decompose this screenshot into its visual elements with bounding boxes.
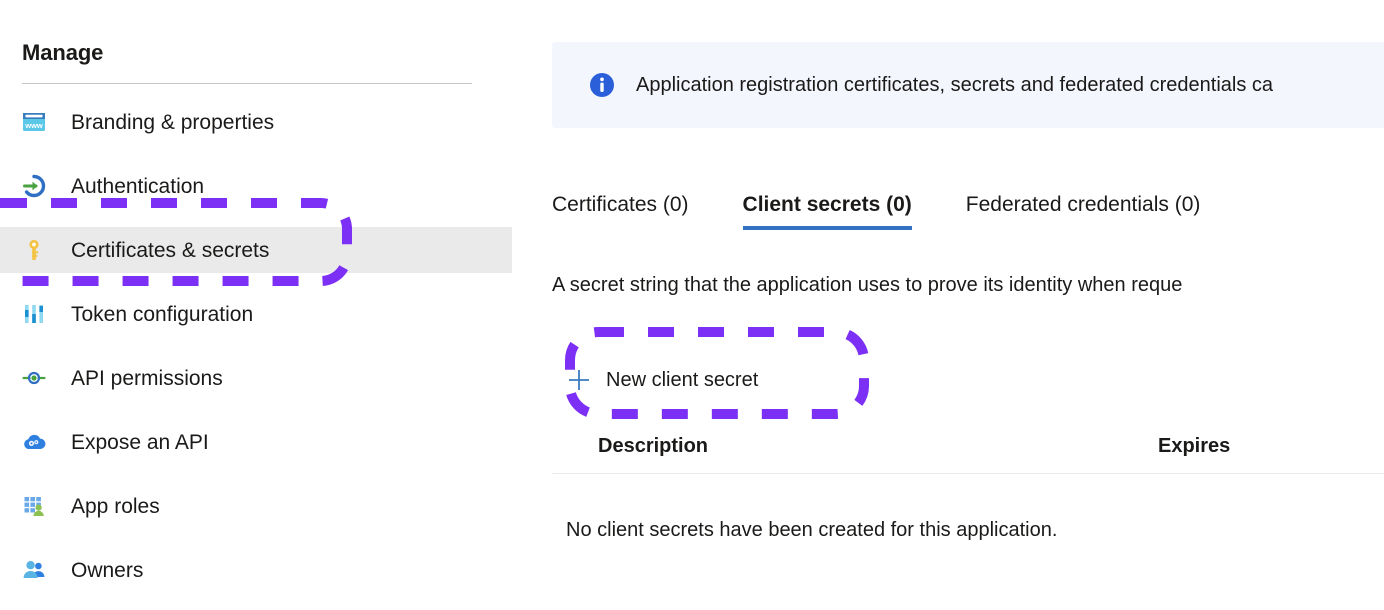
sidebar-section-title: Manage bbox=[22, 40, 104, 65]
info-banner-text: Application registration certificates, s… bbox=[636, 74, 1274, 96]
credential-tabs: Certificates (0) Client secrets (0) Fede… bbox=[552, 190, 1254, 230]
sidebar-item-token-configuration[interactable]: Token configuration bbox=[0, 291, 512, 337]
token-bars-icon bbox=[20, 300, 48, 328]
new-client-secret-label: New client secret bbox=[606, 369, 759, 391]
sidebar-item-label: Owners bbox=[71, 558, 144, 582]
info-circle-icon bbox=[588, 71, 616, 99]
client-secrets-description: A secret string that the application use… bbox=[552, 274, 1183, 296]
sidebar-item-label: Certificates & secrets bbox=[71, 238, 270, 262]
sidebar-item-api-permissions[interactable]: API permissions bbox=[0, 355, 512, 401]
sign-in-arrow-icon bbox=[20, 172, 48, 200]
sidebar-item-expose-an-api[interactable]: Expose an API bbox=[0, 419, 512, 465]
certificates-secrets-pane: Application registration certificates, s… bbox=[530, 0, 1384, 610]
sidebar-item-label: App roles bbox=[71, 494, 160, 518]
plus-icon bbox=[566, 367, 592, 393]
info-banner: Application registration certificates, s… bbox=[552, 42, 1384, 128]
sidebar-divider bbox=[22, 83, 472, 84]
tab-client-secrets[interactable]: Client secrets (0) bbox=[742, 190, 912, 230]
client-secrets-table: Description Expires No client secrets ha… bbox=[552, 430, 1384, 541]
sidebar-item-certificates-secrets[interactable]: Certificates & secrets bbox=[0, 227, 512, 273]
key-icon bbox=[20, 236, 48, 264]
sidebar-item-label: Branding & properties bbox=[71, 110, 275, 134]
svg-text:www: www bbox=[24, 121, 43, 130]
table-header-row: Description Expires bbox=[552, 430, 1384, 474]
people-icon bbox=[20, 556, 48, 584]
sidebar-item-label: Token configuration bbox=[71, 302, 254, 326]
sidebar-item-authentication[interactable]: Authentication bbox=[0, 163, 512, 209]
browser-www-icon: www bbox=[20, 108, 48, 136]
sidebar-item-label: Expose an API bbox=[71, 430, 209, 454]
sidebar-item-label: Authentication bbox=[71, 174, 205, 198]
sidebar-item-app-roles[interactable]: App roles bbox=[0, 483, 512, 529]
table-empty-message: No client secrets have been created for … bbox=[566, 519, 1058, 541]
manage-sidebar: Manage www Branding & properties Authent… bbox=[0, 0, 530, 610]
plug-connector-icon bbox=[20, 364, 48, 392]
tab-certificates[interactable]: Certificates (0) bbox=[552, 193, 689, 216]
tab-federated-credentials[interactable]: Federated credentials (0) bbox=[965, 193, 1201, 216]
cloud-gears-icon bbox=[20, 428, 48, 456]
grid-person-icon bbox=[20, 492, 48, 520]
sidebar-item-branding-properties[interactable]: www Branding & properties bbox=[0, 99, 512, 145]
column-header-description: Description bbox=[598, 435, 709, 457]
sidebar-item-label: API permissions bbox=[71, 366, 223, 390]
column-header-expires: Expires bbox=[1158, 435, 1231, 457]
sidebar-item-owners[interactable]: Owners bbox=[0, 547, 512, 593]
new-client-secret-button[interactable]: New client secret bbox=[566, 362, 758, 398]
